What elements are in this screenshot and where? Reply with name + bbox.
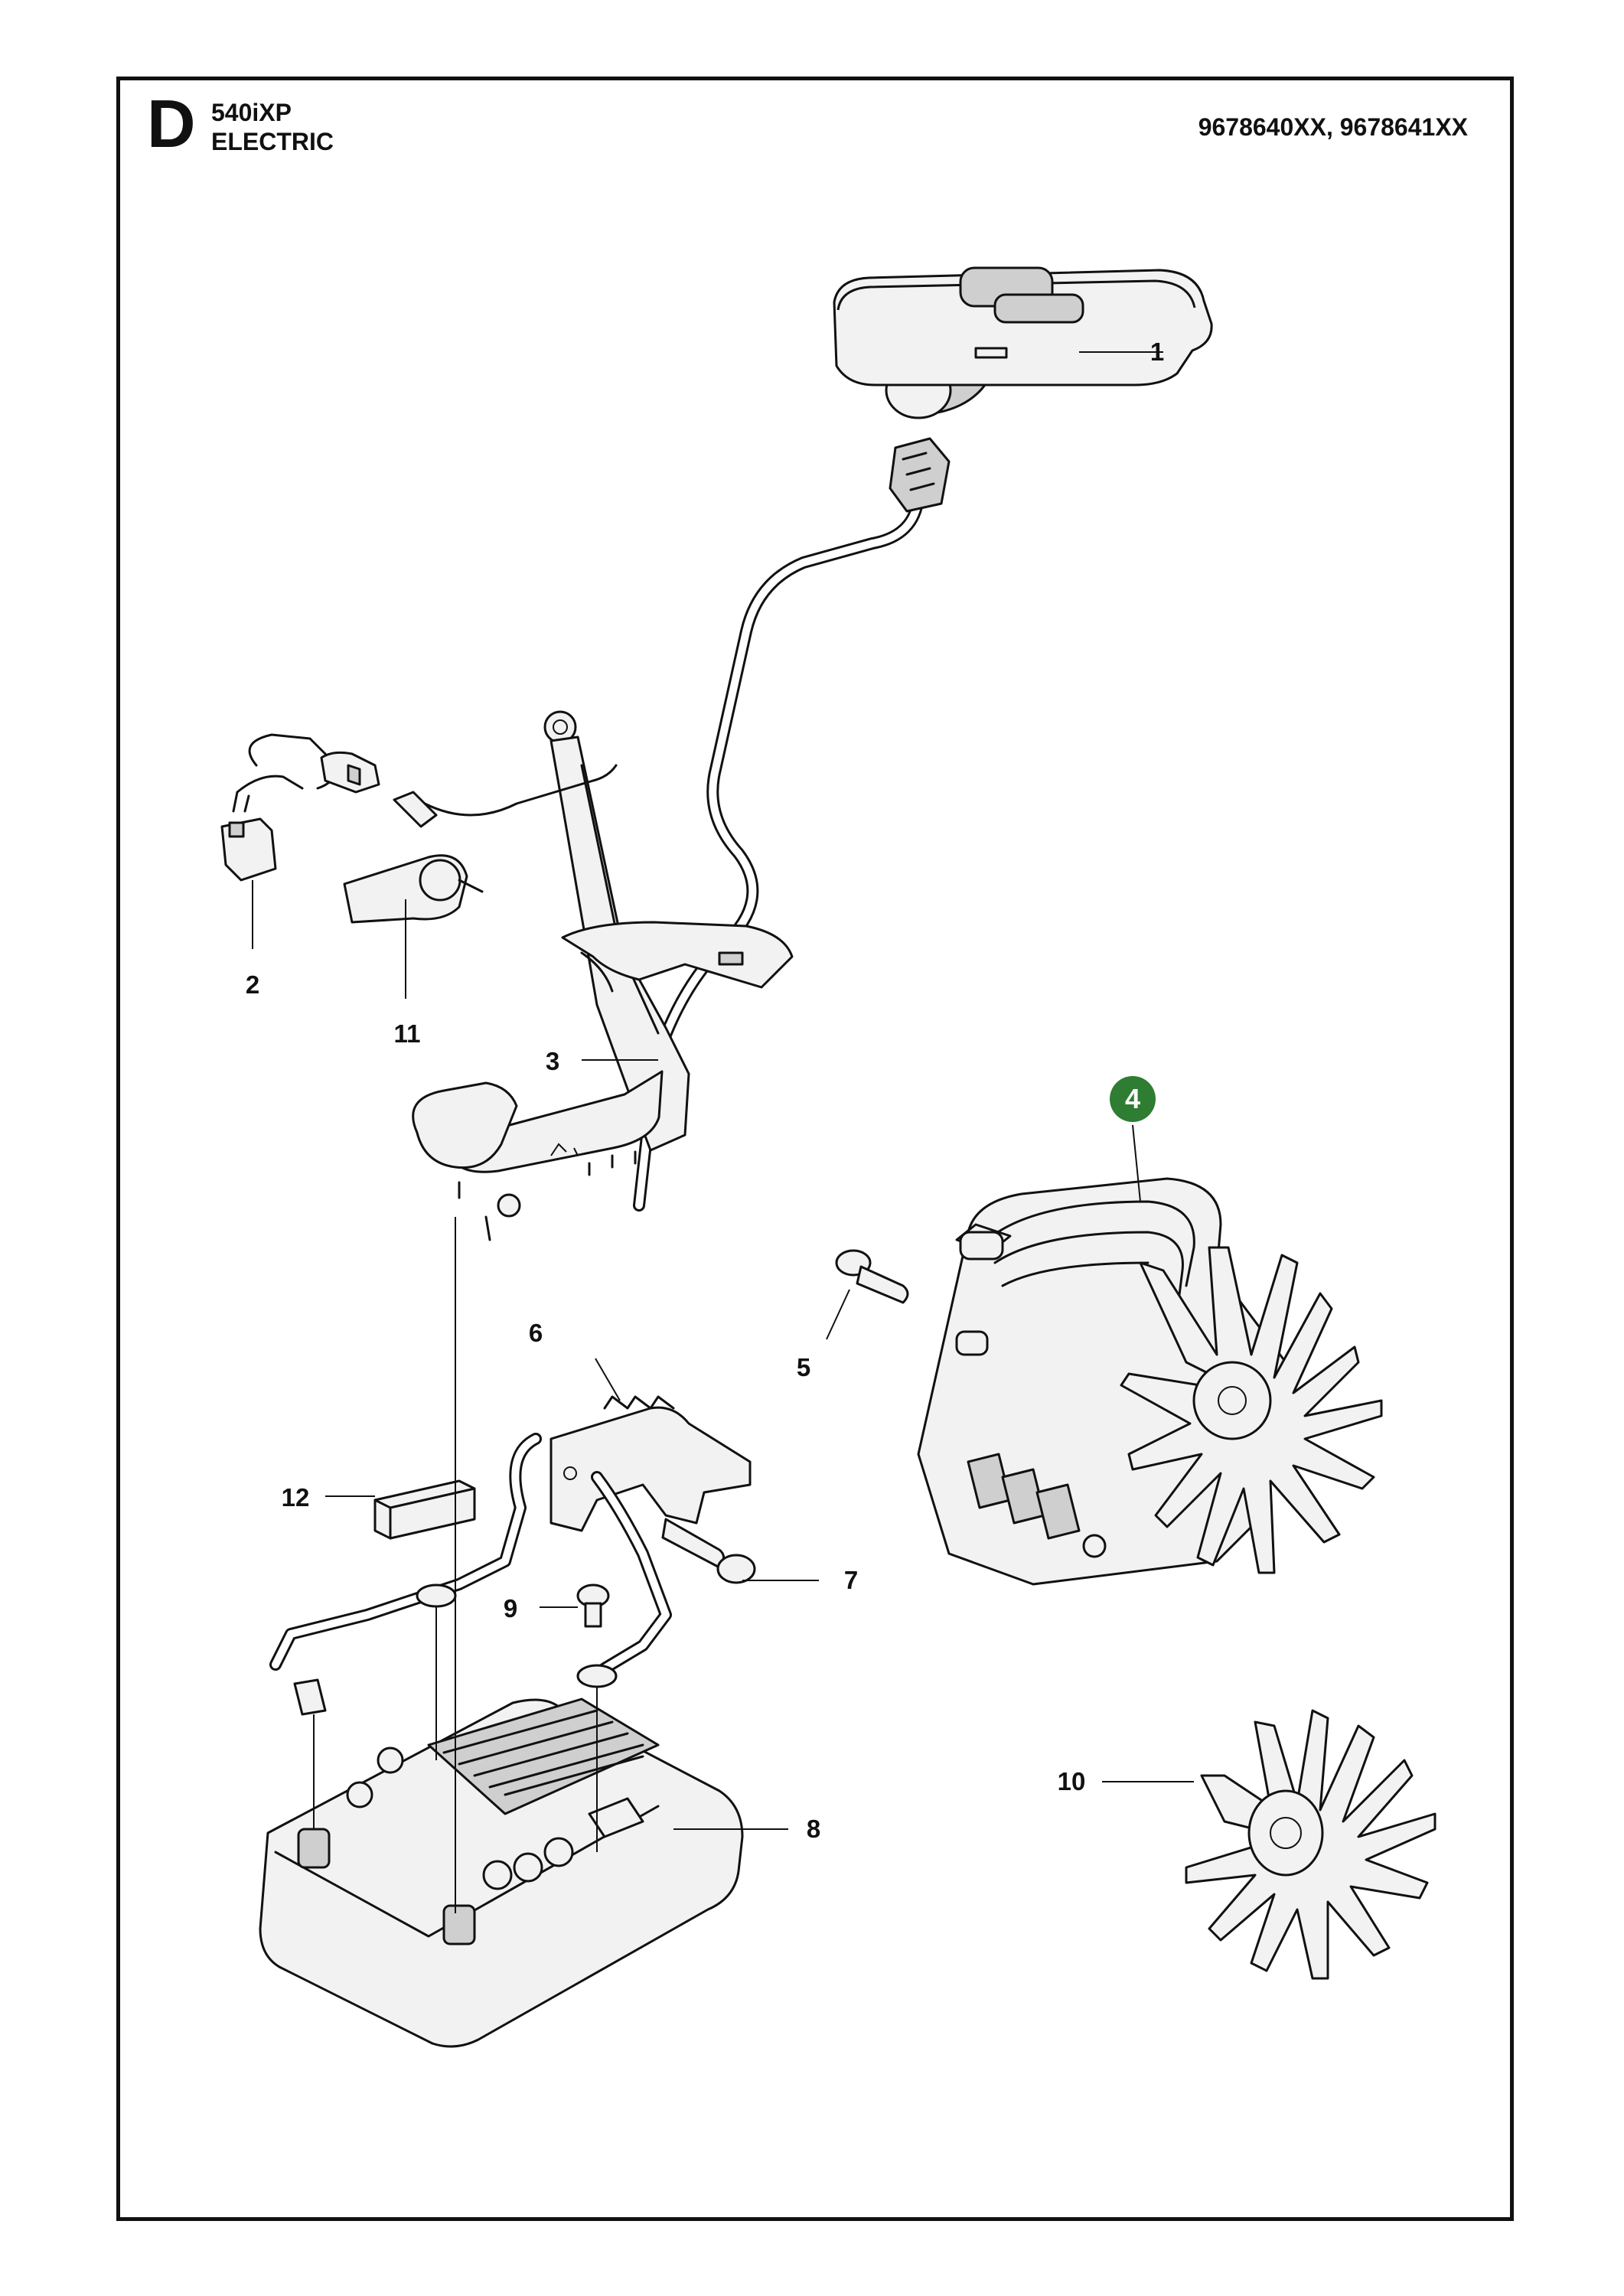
small-cable <box>393 764 618 828</box>
callout-4-highlight: 4 <box>1110 1076 1156 1122</box>
part-1-control-unit[interactable] <box>833 266 1213 419</box>
part-8-controller[interactable] <box>259 1698 744 2048</box>
callout-4: 4 <box>1124 1083 1141 1114</box>
callout-8: 8 <box>806 1815 821 1843</box>
model-name: 540iXP <box>211 99 292 126</box>
part-10-fan[interactable] <box>1185 1709 1436 1980</box>
controller-wires <box>269 1433 672 1716</box>
part-9-screw[interactable] <box>576 1583 610 1628</box>
callout-5: 5 <box>796 1353 811 1381</box>
part-11-trigger[interactable] <box>343 854 484 924</box>
part-3-wiring-harness[interactable] <box>412 710 794 1241</box>
part-12-cover-piece[interactable] <box>373 1479 476 1540</box>
callout-1: 1 <box>1150 338 1165 366</box>
part-codes: 9678640XX, 9678641XX <box>1198 113 1468 141</box>
diagram-frame <box>116 77 1514 2221</box>
callout-2: 2 <box>245 970 260 999</box>
part-4-motor[interactable] <box>917 1177 1383 1586</box>
part-5-screw[interactable] <box>835 1249 909 1304</box>
callout-11: 11 <box>393 1019 421 1048</box>
callout-3: 3 <box>545 1047 560 1075</box>
part-7-bolt[interactable] <box>661 1518 756 1584</box>
callout-9: 9 <box>503 1594 518 1623</box>
part-6-connector[interactable] <box>549 1395 752 1532</box>
main-cable <box>633 437 951 1212</box>
model-block: 540iXP ELECTRIC <box>211 98 334 156</box>
section-letter: D <box>147 86 196 161</box>
callout-6: 6 <box>528 1319 543 1347</box>
leader-lines <box>252 351 1194 1913</box>
callout-10: 10 <box>1057 1767 1086 1795</box>
callout-12: 12 <box>281 1483 310 1512</box>
callout-7: 7 <box>843 1566 859 1594</box>
group-name: ELECTRIC <box>211 128 334 155</box>
part-2-switch[interactable] <box>220 733 380 882</box>
